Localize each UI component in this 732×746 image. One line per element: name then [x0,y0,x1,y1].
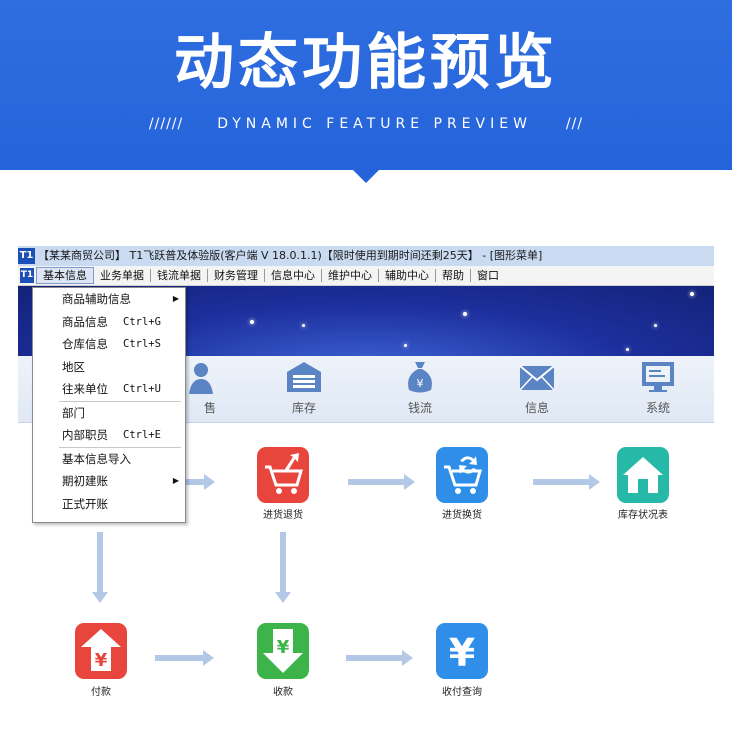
banner-title: 动态功能预览 [174,28,558,98]
menu-info-center[interactable]: 信息中心 [265,269,322,282]
menu-help[interactable]: 帮助 [436,269,471,282]
flow-arrow-right [533,474,600,490]
purchase-exchange-icon[interactable] [436,447,488,503]
menu-finance[interactable]: 财务管理 [208,269,265,282]
submenu-arrow-icon: ▶ [172,476,179,485]
money-bag-icon: ¥ [408,362,432,393]
promo-banner: 动态功能预览 ////// DYNAMIC FEATURE PREVIEW /// [0,0,732,170]
app-menu-logo-icon[interactable]: T1 [20,268,34,283]
banner-sub-left: ////// [148,116,184,132]
svg-text:¥: ¥ [277,637,290,658]
toolbar-label: 系统 [645,401,670,415]
yen-icon[interactable]: ¥ [436,623,488,679]
menu-item-official-open[interactable]: 正式开账 [62,496,108,511]
payment-label: 付款 [91,687,111,698]
purchase-exchange-label: 进货换货 [442,510,482,521]
menu-separator [59,400,181,402]
purchase-return-icon[interactable] [257,447,309,503]
payment-query-label: 收付查询 [442,687,482,698]
shortcut-label: Ctrl+E [123,429,161,441]
flow-arrow-right [346,650,413,666]
toolbar-label: 售 [203,401,216,415]
menu-basic-info[interactable]: 基本信息 [36,267,94,284]
menu-item-opening-accounts[interactable]: 期初建账▶ [33,470,185,493]
toolbar-sales[interactable]: 售 [164,360,224,416]
menu-item-department[interactable]: 部门 [62,405,85,420]
receipt-label: 收款 [273,687,293,698]
banner-subtitle: ////// DYNAMIC FEATURE PREVIEW /// [0,116,732,132]
toolbar-info[interactable]: 信息 [507,360,567,416]
menu-cash-docs[interactable]: 钱流单据 [151,269,208,282]
toolbar-system[interactable]: 系统 [628,360,688,416]
envelope-icon [519,365,555,391]
toolbar-label: 钱流 [407,401,432,415]
shortcut-label: Ctrl+S [123,338,161,350]
shortcut-label: Ctrl+U [123,383,161,395]
toolbar-inventory[interactable]: 库存 [274,360,334,416]
shortcut-label: Ctrl+G [123,315,161,328]
svg-text:¥: ¥ [95,650,108,671]
menu-window[interactable]: 窗口 [477,269,499,282]
menu-business-docs[interactable]: 业务单据 [94,269,151,282]
submenu-arrow-icon: ▶ [172,294,179,303]
warehouse-icon [287,362,321,392]
banner-pointer [351,168,381,183]
window-titlebar: T1【某某商贸公司】 T1飞跃普及体验版(客户端 V 18.0.1.1)【限时使… [18,246,714,266]
flow-arrow-right [155,650,214,666]
toolbar-label: 信息 [524,401,549,415]
flow-arrow-right [348,474,415,490]
stock-status-label: 库存状况表 [618,510,668,521]
menu-aux-center[interactable]: 辅助中心 [379,269,436,282]
person-icon [189,363,213,394]
house-icon[interactable] [617,447,669,503]
menu-item-product-aux[interactable]: 商品辅助信息▶ [33,288,185,311]
banner-sub-right: /// [565,116,584,132]
menu-maintenance[interactable]: 维护中心 [322,269,379,282]
svg-text:¥: ¥ [417,377,424,390]
banner-sub-mid: DYNAMIC FEATURE PREVIEW [217,116,532,132]
flow-arrow-down [275,532,291,603]
toolbar-cashflow[interactable]: ¥ 钱流 [390,360,450,416]
toolbar-label: 库存 [291,401,316,415]
payment-icon[interactable]: ¥ [75,623,127,679]
menu-separator [59,446,181,448]
flow-arrow-down [92,532,108,603]
app-logo-icon: T1 [18,248,35,264]
menu-item-import[interactable]: 基本信息导入 [62,451,131,466]
flow-arrow-right [184,474,215,490]
purchase-return-label: 进货退货 [263,510,303,521]
window-title: 【某某商贸公司】 T1飞跃普及体验版(客户端 V 18.0.1.1)【限时使用到… [38,249,543,262]
menu-item-region[interactable]: 地区 [62,359,85,374]
monitor-icon [642,362,674,392]
receipt-icon[interactable]: ¥ [257,623,309,679]
svg-text:¥: ¥ [449,631,475,675]
